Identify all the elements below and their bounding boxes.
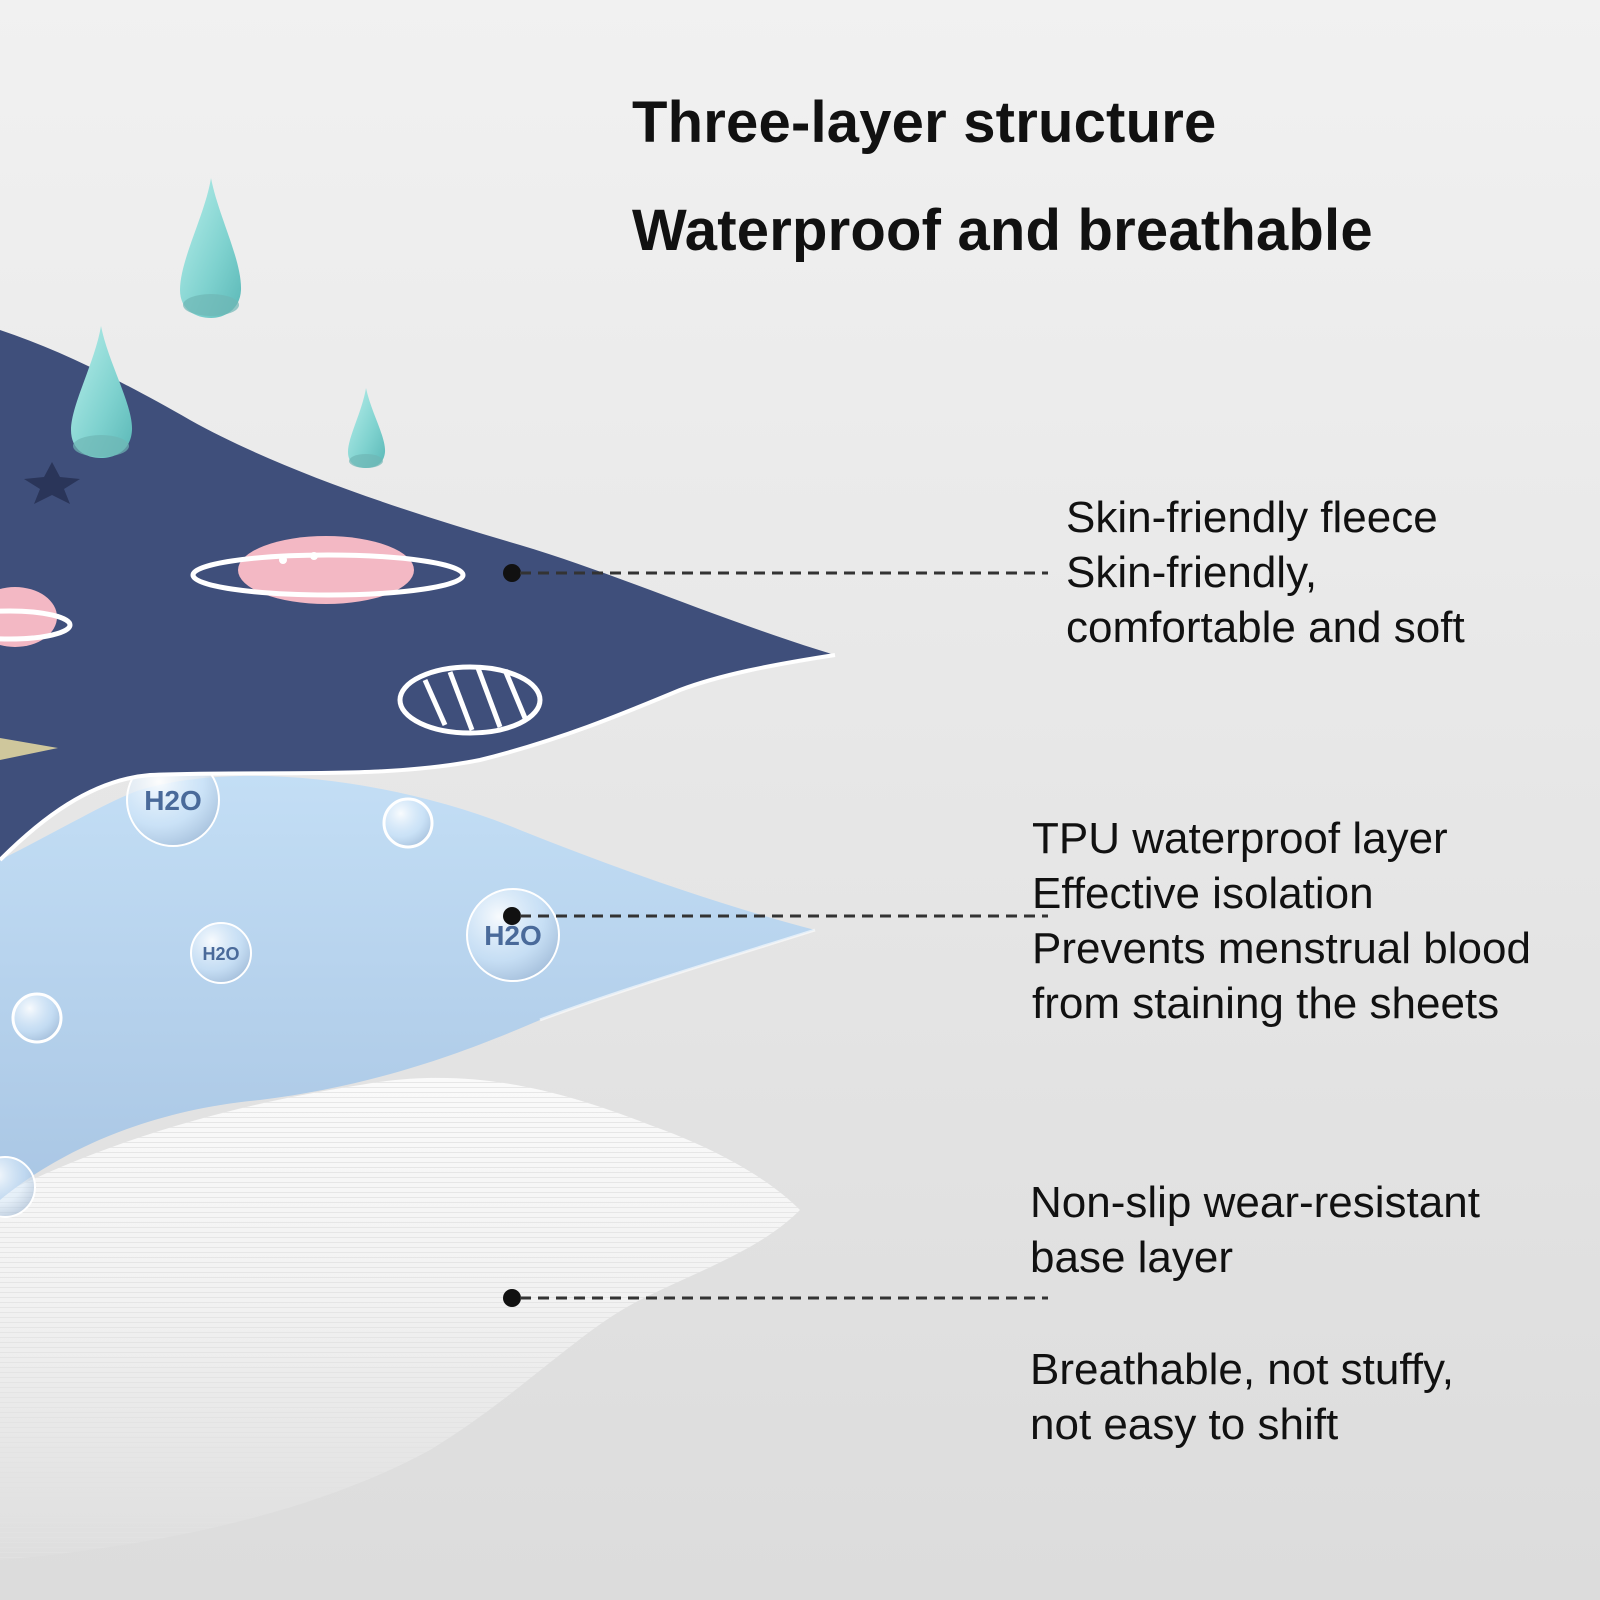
h2o-bubble-icon: H2O [190, 922, 252, 984]
base-layer [0, 1077, 800, 1560]
water-drop-icon [180, 178, 242, 318]
base-layer-benefits: Breathable, not stuffy, not easy to shif… [1030, 1342, 1454, 1452]
base-layer-description: Non-slip wear-resistant base layer [1030, 1175, 1480, 1285]
tpu-layer-description: TPU waterproof layer Effective isolation… [1032, 811, 1531, 1031]
comet-icon [0, 738, 58, 760]
tpu-layer-line: Prevents menstrual blood [1032, 924, 1531, 973]
fleece-layer [0, 330, 836, 862]
heading-subtitle: Waterproof and breathable [632, 198, 1373, 263]
water-drops [71, 178, 386, 468]
planet-icon [0, 587, 73, 647]
bubble-label: H2O [202, 944, 239, 964]
h2o-bubble-icon: H2O [466, 888, 560, 982]
base-layer-line: not easy to shift [1030, 1400, 1339, 1449]
tpu-layer-title: TPU waterproof layer [1032, 814, 1448, 863]
tpu-layer-line: Effective isolation [1032, 869, 1374, 918]
bubble-icon [0, 1156, 36, 1218]
base-layer-line: Breathable, not stuffy, [1030, 1345, 1454, 1394]
fleece-layer-description: Skin-friendly fleece Skin-friendly, comf… [1066, 490, 1465, 655]
base-layer-title: Non-slip wear-resistant [1030, 1178, 1480, 1227]
bubble-label: H2O [484, 920, 542, 951]
fleece-layer-line: Skin-friendly, [1066, 548, 1318, 597]
fleece-layer-line: comfortable and soft [1066, 603, 1465, 652]
tpu-layer-line: from staining the sheets [1032, 979, 1500, 1028]
planet-icon [190, 536, 466, 604]
bubble-label: H2O [144, 785, 202, 816]
leader-line-fleece [503, 564, 1048, 582]
star-icon [24, 462, 80, 504]
water-drop-icon [348, 388, 386, 468]
bubble-icon [11, 992, 63, 1044]
leader-line-tpu [503, 907, 1048, 925]
leader-lines [503, 564, 1048, 1307]
fleece-layer-title: Skin-friendly fleece [1066, 493, 1438, 542]
bubble-icon [382, 797, 434, 849]
heading-title: Three-layer structure [632, 90, 1217, 155]
tpu-layer [0, 775, 816, 1200]
water-drop-icon [71, 326, 133, 458]
base-layer-title: base layer [1030, 1233, 1234, 1282]
planet-icon [397, 664, 543, 736]
leader-line-base [503, 1289, 1048, 1307]
